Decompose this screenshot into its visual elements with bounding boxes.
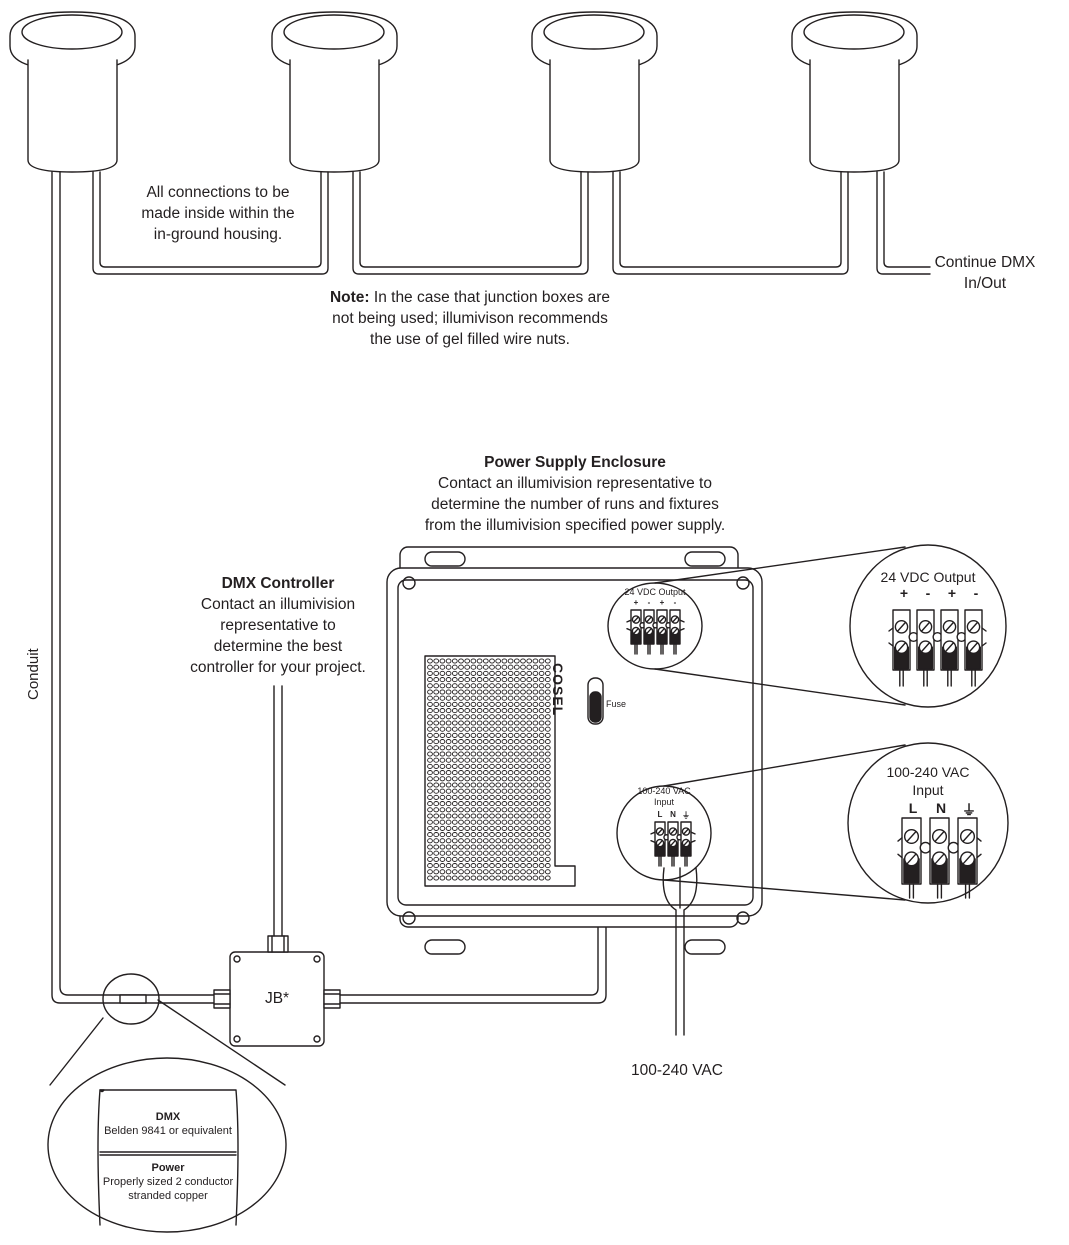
connections-line-1: All connections to be <box>146 184 290 201</box>
terminal-symbol: - <box>973 585 979 601</box>
power-supply-title: Power Supply Enclosure <box>484 454 666 471</box>
connections-line-3: in-ground housing. <box>153 226 283 243</box>
psu-vent-panel <box>424 655 576 887</box>
power-supply-enclosure <box>386 546 763 955</box>
small-input-line-1: 100-240 VAC <box>637 786 691 796</box>
fixture-4 <box>791 11 918 173</box>
continue-dmx-label: Continue DMX In/Out <box>930 252 1040 294</box>
power-cable-desc-2: stranded copper <box>128 1190 208 1202</box>
small-input-line-2: Input <box>653 797 675 807</box>
junction-box-label: JB* <box>264 990 290 1007</box>
terminal-symbol: + <box>899 585 909 601</box>
terminal-symbol: L <box>908 800 918 816</box>
power-supply-caption: Power Supply Enclosure Contact an illumi… <box>395 452 755 536</box>
power-cable-spec: Power Properly sized 2 conductor strande… <box>100 1161 236 1203</box>
terminal-symbol: + <box>947 585 957 601</box>
conduit-label: Conduit <box>25 648 42 700</box>
zoom-leader-lines <box>654 546 906 901</box>
dmx-cable-title: DMX <box>155 1111 181 1123</box>
connections-line-2: made inside within the <box>141 205 295 222</box>
dmx-daisy-chain <box>92 171 931 275</box>
note-line-2: not being used; illumivison recommends <box>332 310 608 327</box>
terminal-symbol: N <box>935 800 947 816</box>
dmx-cable-desc: Belden 9841 or equivalent <box>104 1125 232 1137</box>
note-line-1: In the case that junction boxes are <box>369 289 610 306</box>
terminal-symbol: ⏚ <box>682 811 690 820</box>
power-cable-desc-1: Properly sized 2 conductor <box>102 1176 234 1188</box>
dmx-controller-title: DMX Controller <box>221 575 335 592</box>
terminal-symbol: - <box>925 585 931 601</box>
power-supply-line-1: Contact an illumivision representative t… <box>438 475 712 492</box>
fixture-1 <box>9 11 136 173</box>
dmx-cable-spec: DMX Belden 9841 or equivalent <box>100 1110 236 1138</box>
junction-note: Note: In the case that junction boxes ar… <box>290 287 650 350</box>
small-input-title: 100-240 VAC Input <box>632 786 696 808</box>
continue-dmx-line-2: In/Out <box>963 275 1007 292</box>
note-bold: Note: <box>329 289 370 306</box>
junction-box <box>213 935 341 1047</box>
fuse-label: Fuse <box>605 699 626 709</box>
power-supply-line-2: determine the number of runs and fixture… <box>431 496 719 513</box>
terminal-symbol: ⏚ <box>962 802 976 818</box>
terminal-symbol: + <box>659 598 665 607</box>
terminal-symbol: - <box>673 598 677 607</box>
dmx-controller-line-4: controller for your project. <box>190 659 366 676</box>
conduit-run <box>51 171 215 1025</box>
dmx-controller-line-3: determine the best <box>213 638 343 655</box>
connections-note: All connections to be made inside within… <box>118 182 318 245</box>
psu-brand-label: COSEL <box>550 663 566 717</box>
continue-dmx-line-1: Continue DMX <box>934 254 1036 271</box>
dmx-controller-line-1: Contact an illumivision <box>200 596 356 613</box>
zoom-output-title: 24 VDC Output <box>880 569 976 585</box>
power-cable-title: Power <box>151 1162 185 1174</box>
small-output-title: 24 VDC Output <box>624 587 686 597</box>
terminal-symbol: + <box>633 598 639 607</box>
zoom-input-title: 100-240 VAC Input <box>878 763 978 799</box>
fuse <box>587 677 604 725</box>
dmx-controller-caption: DMX Controller Contact an illumivision r… <box>170 573 386 678</box>
ac-input-cable <box>662 867 698 1036</box>
zoom-input-line-2: Input <box>912 782 944 798</box>
zoom-output-terminals <box>888 609 987 687</box>
zoom-input-line-1: 100-240 VAC <box>886 764 970 780</box>
power-supply-line-3: from the illumivision specified power su… <box>424 517 726 534</box>
terminal-symbol: L <box>657 810 663 819</box>
cable-detail-callout <box>47 999 287 1233</box>
dmx-controller-cable <box>273 685 283 937</box>
ac-supply-label: 100-240 VAC <box>631 1062 723 1079</box>
dmx-controller-line-2: representative to <box>220 617 336 634</box>
zoom-input-terminals <box>897 817 982 899</box>
terminal-symbol: - <box>647 598 651 607</box>
note-line-3: the use of gel filled wire nuts. <box>370 331 570 348</box>
fixture-3 <box>531 11 658 173</box>
terminal-symbol: N <box>670 810 676 819</box>
fixture-2 <box>271 11 398 173</box>
